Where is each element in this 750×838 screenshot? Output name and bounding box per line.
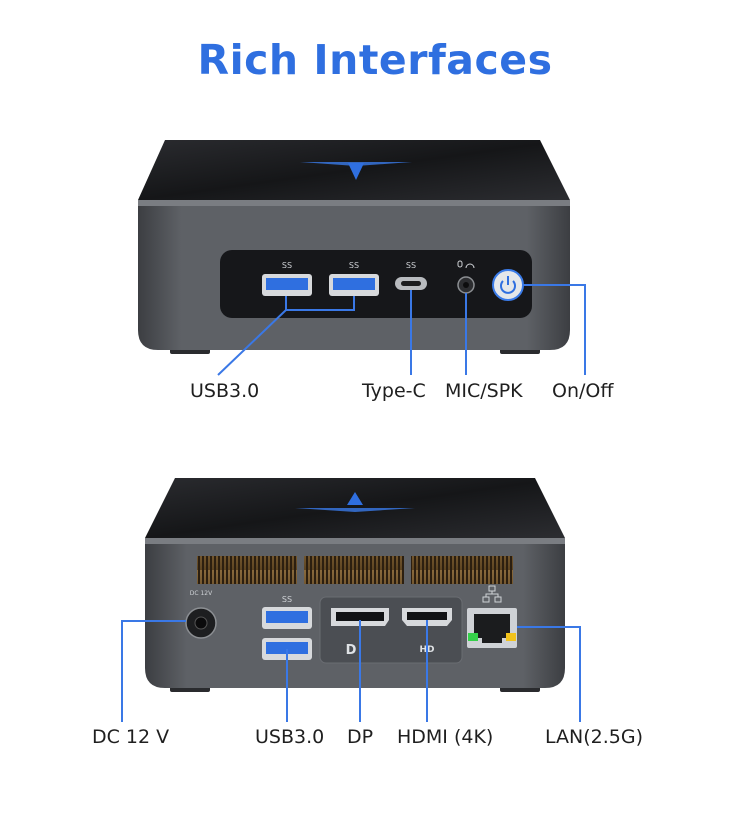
power-icon	[500, 276, 516, 294]
rear-accent-triangle	[347, 492, 363, 505]
rear-callouts	[121, 620, 581, 722]
label-dc: DC 12 V	[92, 726, 170, 748]
callout-lan-line	[517, 626, 581, 722]
front-usb-c-inner	[401, 281, 421, 286]
lan-led-yellow	[506, 633, 516, 641]
page-title: Rich Interfaces	[197, 36, 553, 84]
front-audio-jack-hole	[463, 282, 469, 288]
network-icon	[482, 585, 502, 603]
dc-jack-mark: DC 12V	[190, 590, 213, 597]
callout-dc-line	[121, 620, 186, 722]
rear-vent-left	[197, 556, 297, 584]
rear-usb-mark: SS	[282, 595, 292, 604]
lan-port-inner	[474, 614, 510, 643]
callout-power-line	[523, 284, 586, 375]
rear-av-panel	[319, 596, 463, 664]
rear-usb-a-2-tongue	[266, 642, 308, 654]
label-typec: Type-C	[362, 380, 426, 402]
front-view: SS SS SS	[138, 140, 570, 354]
front-accent-triangle	[348, 163, 364, 180]
front-usb-a-1-tongue	[266, 278, 308, 290]
dc-jack-hole	[194, 616, 208, 630]
callout-usb-line	[217, 309, 287, 376]
displayport-inner	[336, 612, 384, 621]
front-usb-a-1-mark: SS	[282, 261, 292, 270]
dp-logo-icon: D	[346, 643, 357, 658]
callout-usb-bracket	[285, 296, 355, 311]
rear-view: DC 12V SS D HD	[145, 478, 565, 692]
front-usb-c-mark: SS	[406, 261, 416, 270]
rear-vent-right	[411, 556, 513, 584]
lan-led-green	[468, 633, 478, 641]
front-callouts	[217, 284, 586, 376]
label-mic-spk: MIC/SPK	[445, 380, 523, 402]
hdmi-inner	[407, 612, 447, 620]
front-usb-a-2-tongue	[333, 278, 375, 290]
label-front-usb: USB3.0	[190, 380, 260, 402]
rear-vent-middle	[304, 556, 404, 584]
label-dp: DP	[347, 726, 374, 748]
label-hdmi: HDMI (4K)	[397, 726, 494, 748]
rear-usb-a-1-tongue	[266, 611, 308, 623]
label-on-off: On/Off	[552, 380, 614, 402]
mic-headphone-icon	[457, 260, 475, 269]
front-usb-a-2-mark: SS	[349, 261, 359, 270]
front-bevel	[138, 200, 570, 206]
label-lan: LAN(2.5G)	[545, 726, 643, 748]
label-rear-usb: USB3.0	[255, 726, 325, 748]
rear-accent-line	[295, 508, 415, 512]
rear-bevel	[145, 538, 565, 544]
